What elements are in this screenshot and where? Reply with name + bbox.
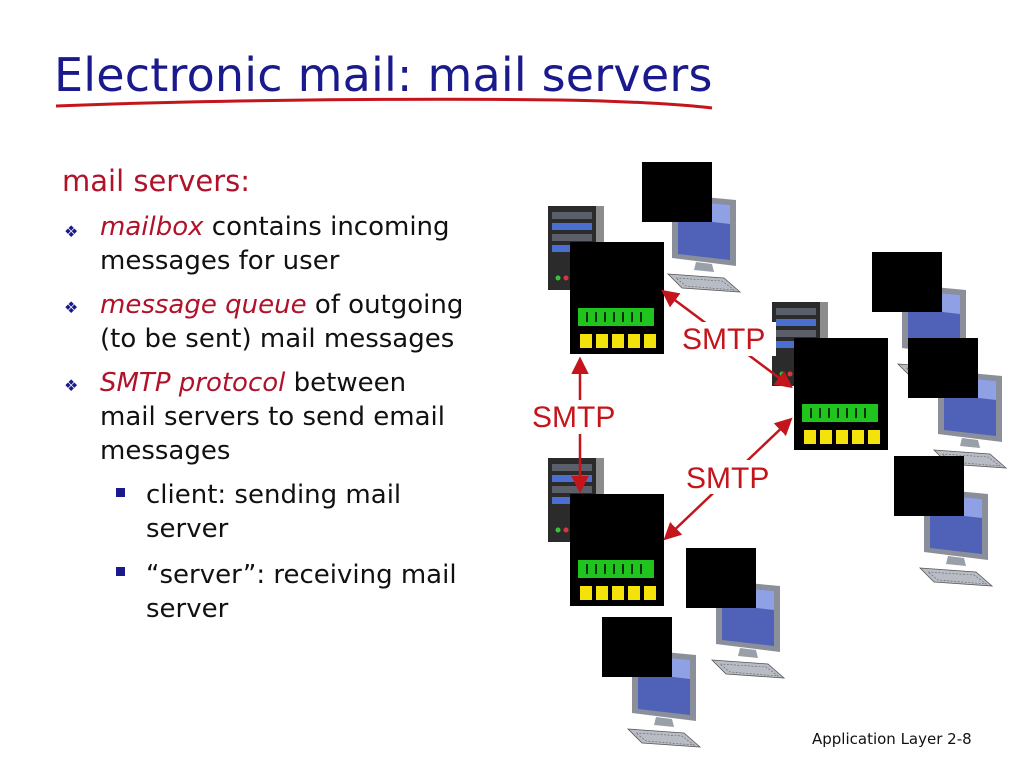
user-pc-icon	[601, 616, 701, 748]
bullet-text: (to be sent) mail messages	[100, 324, 455, 354]
sub-bullet-text: server	[146, 594, 229, 624]
smtp-label: SMTP	[682, 323, 765, 356]
square-bullet-icon	[116, 567, 125, 576]
bullet-emphasis: mailbox	[100, 212, 204, 242]
sub-bullet-text: server	[146, 514, 229, 544]
smtp-label: SMTP	[532, 401, 615, 434]
smtp-label: SMTP	[686, 462, 769, 495]
bullet-text: between	[285, 368, 407, 398]
diamond-bullet-icon: ❖	[64, 222, 79, 241]
bullet-text: messages for user	[100, 246, 340, 276]
bullet-mailbox: mailbox contains incoming messages for u…	[100, 210, 480, 278]
bullet-emphasis: SMTP protocol	[100, 368, 286, 398]
mail-server-icon	[547, 457, 665, 607]
user-pc-icon	[685, 547, 785, 679]
square-bullet-icon	[116, 488, 125, 497]
bullet-message-queue: message queue of outgoing (to be sent) m…	[100, 288, 480, 356]
sub-bullet-text: client: sending mail	[146, 480, 402, 510]
bullet-emphasis: message queue	[100, 290, 307, 320]
bullet-text: of outgoing	[306, 290, 464, 320]
mail-server-icon	[547, 205, 665, 355]
bullet-text: mail servers to send email	[100, 402, 445, 432]
diamond-bullet-icon: ❖	[64, 298, 79, 317]
section-heading: mail servers:	[62, 164, 251, 198]
user-pc-icon	[907, 337, 1007, 469]
diamond-bullet-icon: ❖	[64, 376, 79, 395]
bullet-text: messages	[100, 436, 231, 466]
sub-bullet-text: “server”: receiving mail	[146, 560, 457, 590]
slide-title: Electronic mail: mail servers	[54, 48, 713, 102]
user-pc-icon	[893, 455, 993, 587]
bullet-smtp-protocol: SMTP protocol between mail servers to se…	[100, 366, 480, 468]
sub-bullet-server: “server”: receiving mail server	[146, 558, 486, 626]
title-underline	[55, 97, 713, 110]
slide-footer: Application Layer 2-8	[812, 730, 972, 748]
bullet-text: contains incoming	[203, 212, 450, 242]
mail-server-icon	[771, 301, 889, 451]
sub-bullet-client: client: sending mail server	[146, 478, 486, 546]
